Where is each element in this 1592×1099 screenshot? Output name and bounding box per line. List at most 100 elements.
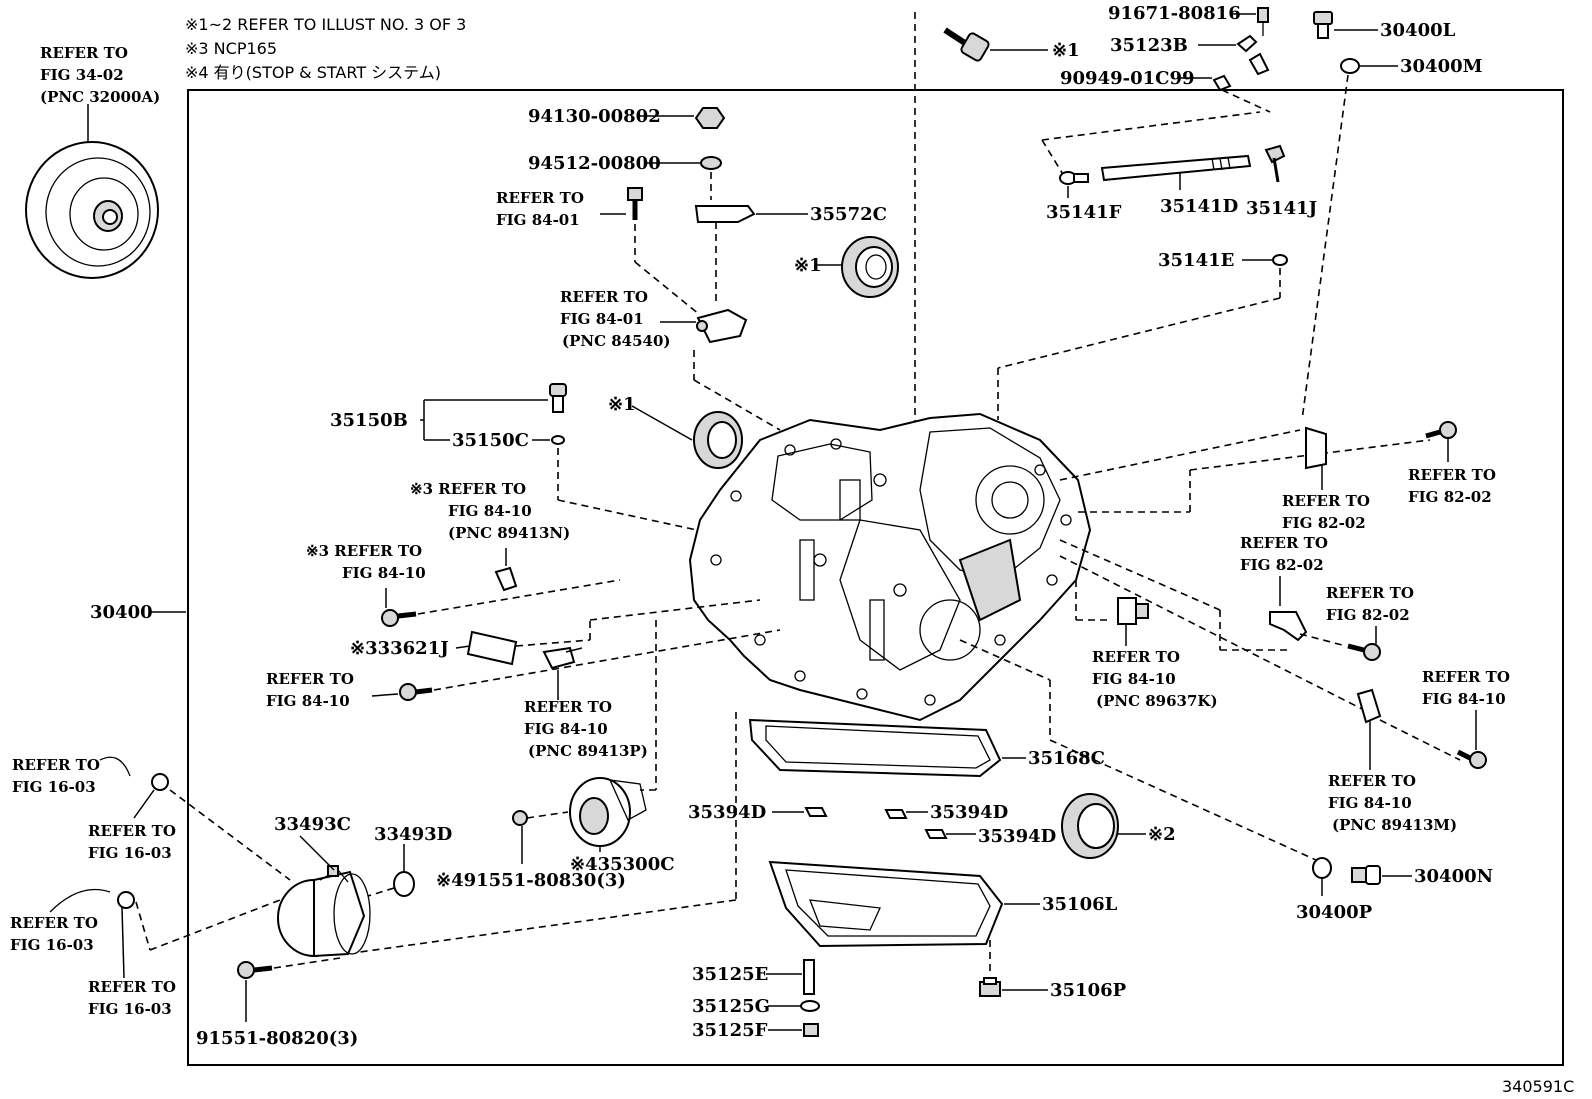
oil-seal-x2 [1061, 793, 1119, 859]
svg-text:REFER TO: REFER TO [10, 914, 98, 932]
svg-text:※3 REFER TO: ※3 REFER TO [306, 542, 422, 560]
svg-text:FIG 82-02: FIG 82-02 [1282, 514, 1366, 532]
ref-fig84-10-left: REFER TO FIG 84-10 [266, 670, 354, 710]
svg-text:FIG 84-10: FIG 84-10 [342, 564, 426, 582]
clip-35141e-icon [1272, 254, 1288, 266]
label-35123b: 35123B [1110, 35, 1188, 56]
washer-30400m-icon [1340, 58, 1360, 74]
plate-33621j-icon [466, 630, 518, 666]
svg-text:FIG 16-03: FIG 16-03 [88, 844, 172, 862]
svg-text:FIG 16-03: FIG 16-03 [10, 936, 94, 954]
svg-text:(PNC 89637K): (PNC 89637K) [1096, 692, 1218, 710]
svg-text:(PNC 89413N): (PNC 89413N) [448, 524, 570, 542]
ref-fig84-10-r: REFER TO FIG 84-10 [1422, 668, 1510, 708]
label-x1-top: ※1 [1052, 40, 1080, 61]
sensor-89413m-icon [1356, 688, 1382, 724]
bracket-fig82-02-icon [1269, 611, 1308, 642]
label-35125g: 35125G [692, 996, 770, 1017]
shift-shaft-35141d [1059, 144, 1286, 185]
label-30400n: 30400N [1414, 866, 1493, 887]
bolt-35125f-icon [803, 1023, 819, 1037]
label-30400m: 30400M [1400, 56, 1483, 77]
oil-seal-x1 [841, 236, 899, 298]
svg-text:FIG 16-03: FIG 16-03 [12, 778, 96, 796]
ref-fig84-01-b: REFER TO FIG 84-01 (PNC 84540) [560, 288, 671, 350]
nut-94130 [694, 107, 726, 129]
svg-text:REFER TO: REFER TO [88, 822, 176, 840]
svg-text:REFER TO: REFER TO [1328, 772, 1416, 790]
bolt-x3-icon [381, 609, 399, 627]
ref-fig16-03-c: REFER TO FIG 16-03 [10, 914, 98, 954]
note-1: ※1~2 REFER TO ILLUST NO. 3 OF 3 [185, 15, 466, 34]
label-35106p: 35106P [1050, 980, 1127, 1001]
washer-94512-icon [700, 156, 722, 170]
svg-text:REFER TO: REFER TO [40, 44, 128, 62]
ref-fig84-10-x3: ※3 REFER TO FIG 84-10 [306, 542, 426, 582]
ref-fig16-03-b: REFER TO FIG 16-03 [88, 822, 176, 862]
label-35394d-a: 35394D [688, 802, 766, 823]
sensor-89637k [1117, 597, 1149, 625]
hose-clamp-top-icon [151, 773, 169, 791]
svg-text:REFER TO: REFER TO [1282, 492, 1370, 510]
svg-text:REFER TO: REFER TO [496, 189, 584, 207]
gasket-35150c-icon [551, 435, 565, 445]
label-35394d-c: 35394D [978, 826, 1056, 847]
oil-cooler-33493c [277, 865, 371, 958]
bolt-fig84-10-r-icon [1469, 751, 1487, 769]
label-x1-seal: ※1 [794, 255, 822, 276]
oring-33493d-icon [393, 871, 415, 897]
label-33493d: 33493D [374, 824, 452, 845]
svg-text:REFER TO: REFER TO [1422, 668, 1510, 686]
svg-text:FIG 84-10: FIG 84-10 [448, 502, 532, 520]
oil-pan-35106l [768, 860, 1004, 948]
label-35572c: 35572C [810, 204, 887, 225]
plug-30400l [1313, 11, 1333, 39]
oil-seal-x1-left [693, 411, 743, 469]
label-35141j: 35141J [1246, 198, 1317, 219]
ref-fig84-10-m: REFER TO FIG 84-10 (PNC 89413M) [1328, 772, 1457, 834]
diagram-frame [187, 89, 1564, 1066]
svg-text:REFER TO: REFER TO [1092, 648, 1180, 666]
label-33493c: 33493C [274, 814, 351, 835]
svg-text:FIG 82-02: FIG 82-02 [1326, 606, 1410, 624]
svg-text:FIG 82-02: FIG 82-02 [1240, 556, 1324, 574]
bolt-91551-830-icon [512, 810, 528, 826]
label-x2: ※2 [1148, 824, 1176, 845]
torque-converter [25, 141, 159, 279]
diagram-id: 340591C [1502, 1077, 1574, 1096]
svg-text:REFER TO: REFER TO [524, 698, 612, 716]
svg-text:FIG 84-10: FIG 84-10 [1328, 794, 1412, 812]
ref-fig82-02-c: REFER TO FIG 82-02 [1240, 534, 1328, 574]
svg-text:FIG 84-10: FIG 84-10 [1092, 670, 1176, 688]
ref-fig84-10-n: ※3 REFER TO FIG 84-10 (PNC 89413N) [410, 480, 570, 542]
label-94130-00802: 94130-00802 [528, 106, 661, 127]
label-35125e: 35125E [692, 964, 768, 985]
label-35394d-b: 35394D [930, 802, 1008, 823]
bolt-left-icon [399, 683, 417, 701]
svg-text:(PNC 84540): (PNC 84540) [562, 332, 671, 350]
ref-fig82-02-b: REFER TO FIG 82-02 [1408, 466, 1496, 506]
svg-text:※3 REFER TO: ※3 REFER TO [410, 480, 526, 498]
part-fig82-02-a-icon [1305, 426, 1327, 470]
label-35300c: ※435300C [570, 854, 675, 875]
ref-fig34-02: REFER TO FIG 34-02 (PNC 32000A) [40, 44, 160, 106]
note-3: ※4 有り(STOP & START システム) [185, 63, 441, 82]
ref-fig82-02-a: REFER TO FIG 82-02 [1282, 492, 1370, 532]
label-35141e: 35141E [1158, 250, 1234, 271]
label-94512-00800: 94512-00800 [528, 153, 661, 174]
svg-text:REFER TO: REFER TO [12, 756, 100, 774]
gasket-35394d-b-icon [884, 809, 908, 819]
svg-text:FIG 82-02: FIG 82-02 [1408, 488, 1492, 506]
washer-35125g-icon [800, 1000, 820, 1012]
label-91551-80830: ※491551-80830(3) [436, 870, 626, 891]
label-90949-01c99: 90949-01C99 [1060, 68, 1195, 89]
ref-fig84-10-p: REFER TO FIG 84-10 (PNC 89413P) [524, 698, 648, 760]
label-30400: 30400 [90, 602, 153, 623]
ref-fig16-03-a: REFER TO FIG 16-03 [12, 756, 100, 796]
svg-text:FIG 84-10: FIG 84-10 [524, 720, 608, 738]
ref-fig84-01-a: REFER TO FIG 84-01 [496, 189, 584, 229]
label-91671-80816: 91671-80816 [1108, 3, 1241, 24]
bolt-35125e-icon [803, 959, 815, 995]
